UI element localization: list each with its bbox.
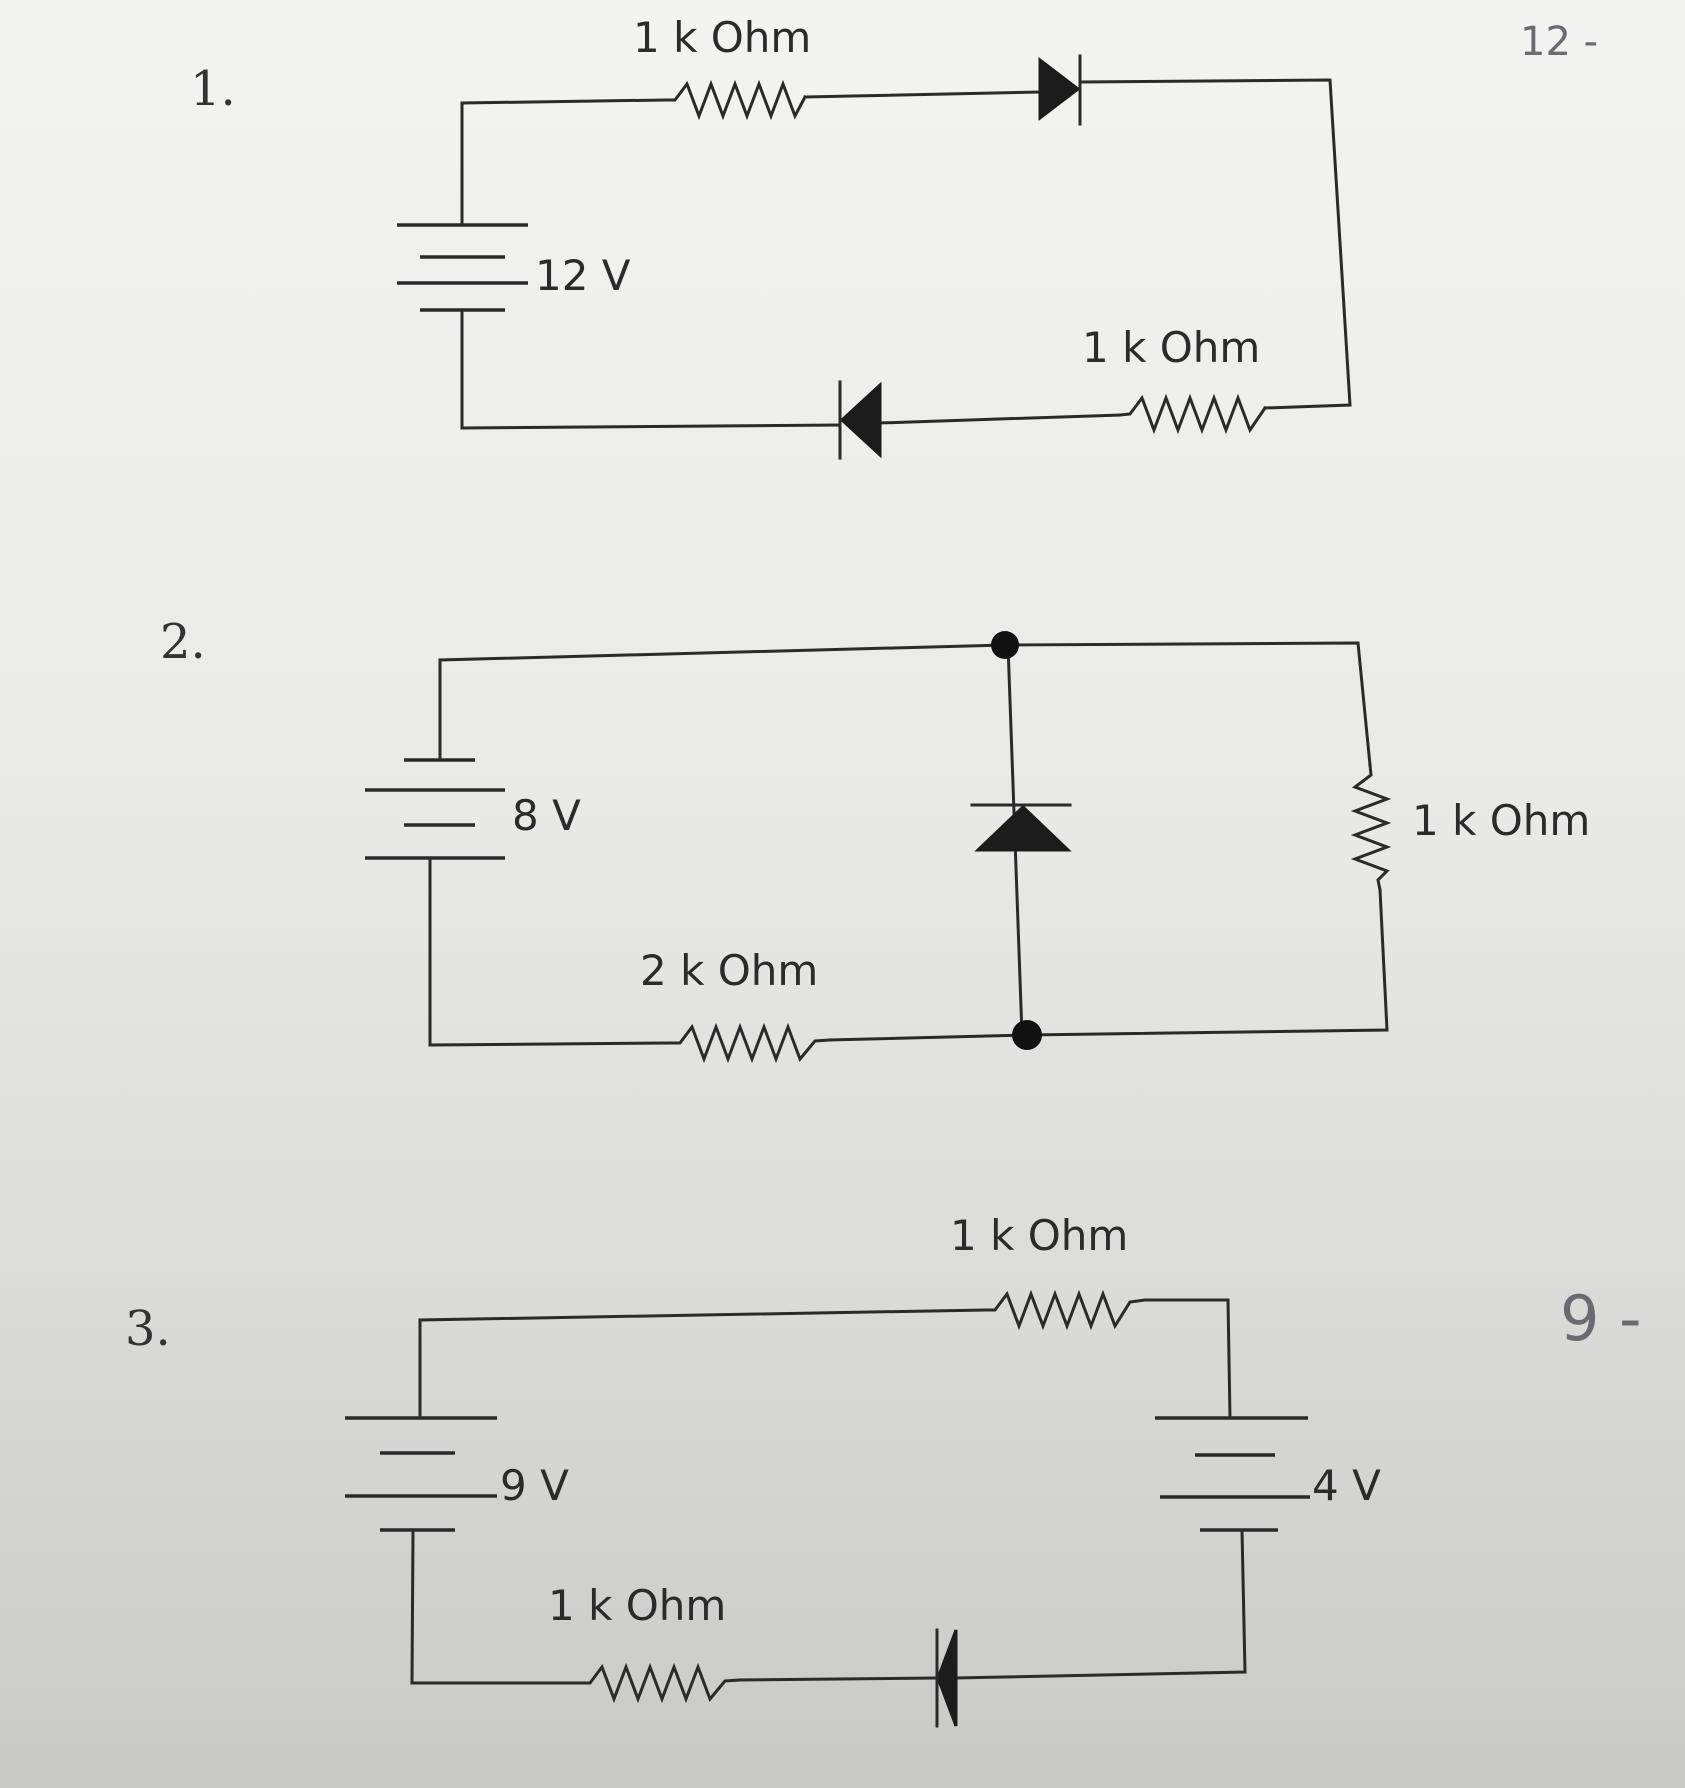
wire (460, 308, 842, 430)
resistor-2k-label: 2 k Ohm (640, 946, 818, 995)
resistor-2k-bottom (668, 1022, 832, 1064)
resistor-1k-right (1350, 763, 1392, 892)
wire (428, 856, 672, 1047)
circuit-3: 3. 9 - 9 V 4 V 1 k Ohm 1 k Ohm (125, 1211, 1642, 1728)
problem-number-2: 2. (160, 614, 206, 670)
battery-label-8v: 8 V (512, 791, 581, 840)
problem-number-1: 1. (190, 61, 236, 117)
battery-label-4v: 4 V (1312, 1461, 1381, 1510)
battery-8v-icon (365, 758, 505, 860)
junction-node (1012, 1020, 1042, 1050)
resistor-1k-top (663, 79, 808, 121)
wire (878, 413, 1122, 425)
wire (438, 641, 1372, 767)
wire (410, 1528, 582, 1685)
diode-vertical-icon (974, 804, 1072, 852)
wire (828, 888, 1389, 1042)
circuit-2: 2. 8 V 1 k Ohm 2 k Ohm (160, 614, 1590, 1064)
wire (738, 1676, 937, 1682)
diode-top-icon (1038, 56, 1081, 122)
wire (1143, 1298, 1232, 1420)
resistor-1k-bottom (1118, 393, 1268, 435)
diode-fill (938, 1631, 958, 1725)
resistor-right-label: 1 k Ohm (1412, 796, 1590, 845)
battery-9v-icon (345, 1416, 497, 1532)
diode-bottom-icon (839, 381, 882, 459)
handwritten-note-3: 9 - (1560, 1282, 1642, 1355)
resistor-top-label-3: 1 k Ohm (950, 1211, 1128, 1260)
wire (418, 1308, 987, 1420)
handwritten-note-1: 12 - (1520, 19, 1598, 65)
junction-node (991, 631, 1019, 659)
resistor-bottom-label: 1 k Ohm (1082, 323, 1260, 372)
wire (803, 90, 1042, 99)
wire (954, 1528, 1247, 1680)
problem-number-3: 3. (125, 1301, 171, 1357)
battery-label-9v: 9 V (500, 1461, 569, 1510)
battery-12v-icon (397, 223, 528, 312)
battery-label-12v: 12 V (535, 251, 631, 300)
resistor-1k-bottom (578, 1662, 742, 1704)
resistor-bottom-label-3: 1 k Ohm (548, 1581, 726, 1630)
resistor-top-label: 1 k Ohm (633, 13, 811, 62)
wire (460, 98, 667, 227)
wire (1078, 78, 1352, 410)
resistor-1k-top (983, 1289, 1147, 1331)
battery-4v-icon (1155, 1416, 1310, 1532)
circuit-1: 1. 12 - 1 k Ohm 12 V 1 k Ohm (190, 13, 1598, 460)
